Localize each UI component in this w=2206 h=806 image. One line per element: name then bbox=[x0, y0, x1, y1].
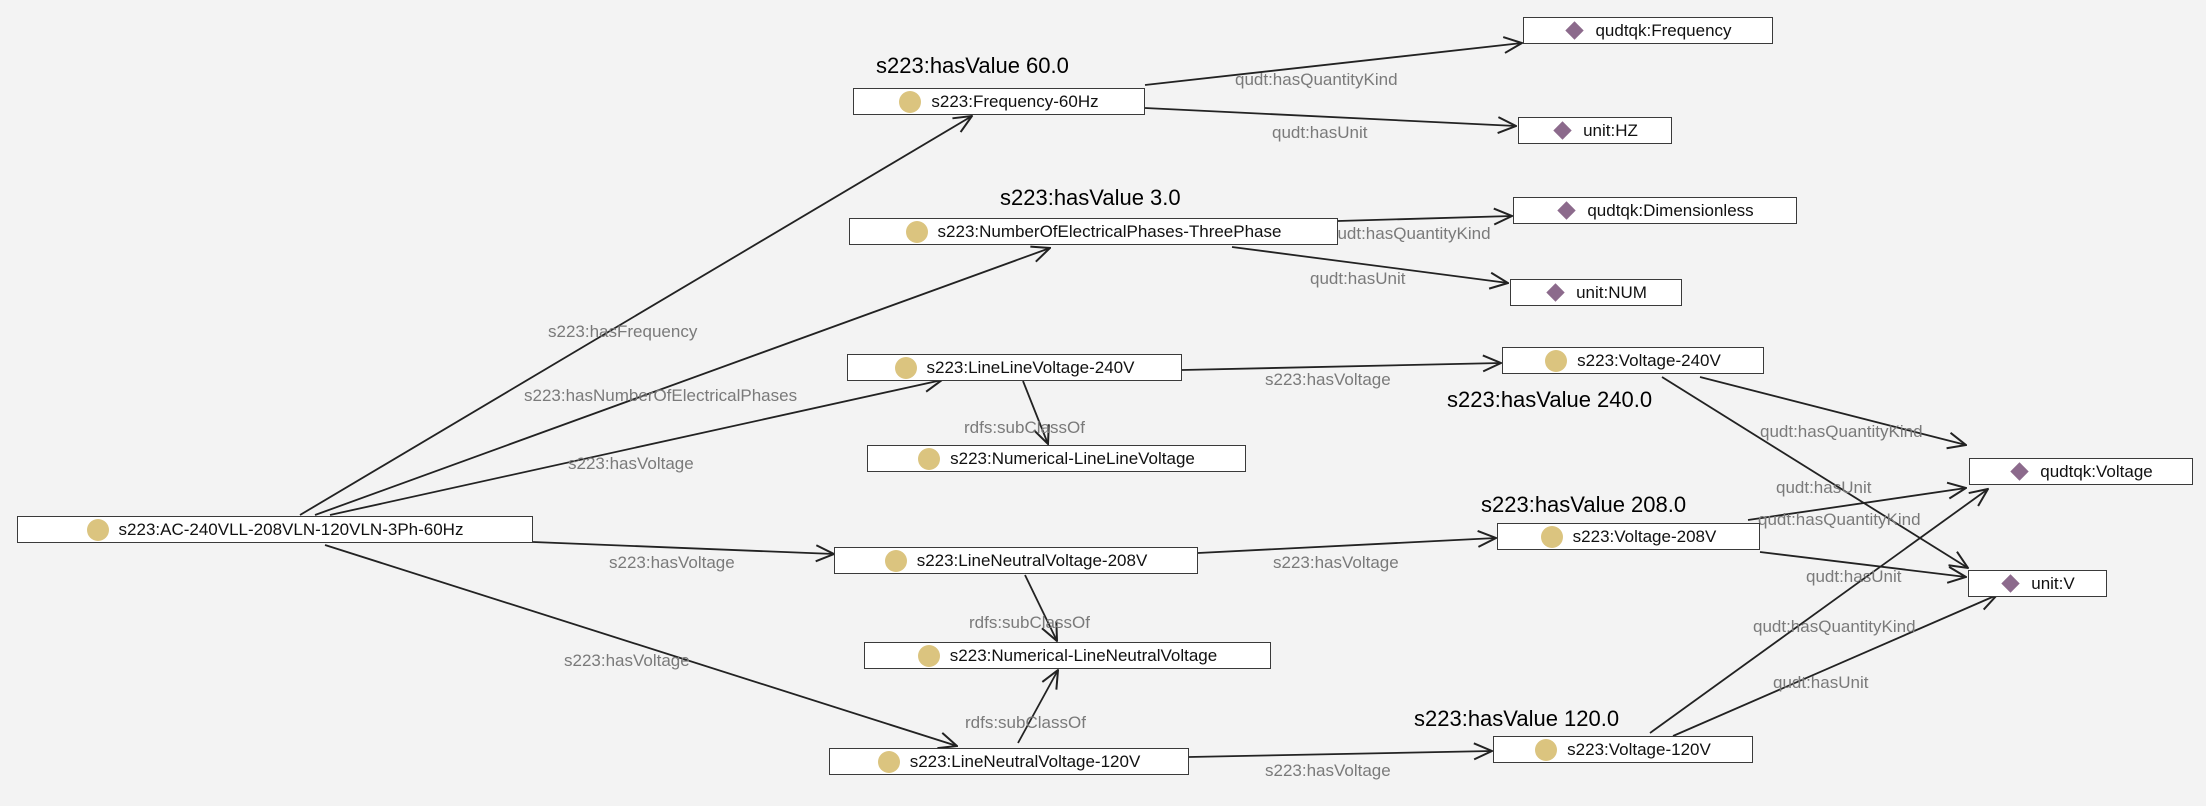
node-voltage-120v[interactable]: s223:Voltage-120V bbox=[1493, 736, 1753, 763]
edge-label-hasnumberofelectricalphases: s223:hasNumberOfElectricalPhases bbox=[524, 386, 798, 405]
edge-hasVoltage-208 bbox=[532, 541, 834, 554]
class-circle-icon bbox=[1545, 349, 1568, 372]
edge-label-v208-quantitykind: qudt:hasQuantityKind bbox=[1758, 510, 1921, 529]
class-circle-icon bbox=[894, 356, 917, 379]
node-lineneutral-voltage-208v[interactable]: s223:LineNeutralVoltage-208V bbox=[834, 547, 1198, 574]
class-circle-icon bbox=[1540, 525, 1563, 548]
node-lineneutral-voltage-120v[interactable]: s223:LineNeutralVoltage-120V bbox=[829, 748, 1189, 775]
individual-diamond-icon bbox=[1557, 201, 1577, 220]
node-label: s223:Numerical-LineLineVoltage bbox=[950, 448, 1195, 468]
edge-hasNumberOfElectricalPhases bbox=[314, 248, 1050, 516]
node-label: s223:NumberOfElectricalPhases-ThreePhase bbox=[937, 221, 1282, 241]
node-qudtqk-voltage[interactable]: qudtqk:Voltage bbox=[1969, 458, 2193, 485]
individual-diamond-icon bbox=[1565, 21, 1585, 40]
node-unit-num[interactable]: unit:NUM bbox=[1510, 279, 1682, 306]
value-label-frequency: s223:hasValue 60.0 bbox=[876, 53, 1069, 78]
node-voltage-208v[interactable]: s223:Voltage-208V bbox=[1497, 523, 1760, 550]
class-circle-icon bbox=[884, 549, 907, 572]
edge-label-freq-unit: qudt:hasUnit bbox=[1272, 123, 1368, 142]
edge-v208-quantitykind bbox=[1747, 488, 1966, 521]
edge-lnv208-hasvoltage bbox=[1197, 538, 1496, 554]
edge-v240-unit bbox=[1661, 376, 1968, 568]
edge-hasVoltage-240 bbox=[329, 380, 942, 516]
edge-lnv120-hasvoltage bbox=[1188, 751, 1492, 757]
individual-diamond-icon bbox=[1553, 121, 1572, 140]
edge-label-llv240-hasvoltage: s223:hasVoltage bbox=[1265, 370, 1391, 389]
node-unit-v[interactable]: unit:V bbox=[1968, 570, 2107, 597]
individual-diamond-icon bbox=[2001, 574, 2020, 593]
node-label: unit:NUM bbox=[1576, 282, 1647, 302]
edge-llv240-hasvoltage bbox=[1181, 363, 1501, 370]
class-circle-icon bbox=[86, 518, 109, 541]
class-circle-icon bbox=[905, 220, 928, 243]
edge-v120-unit bbox=[1672, 595, 1997, 737]
node-ac-240vll-208vln-120vln-3ph-60hz[interactable]: s223:AC-240VLL-208VLN-120VLN-3Ph-60Hz bbox=[17, 516, 533, 543]
class-circle-icon bbox=[877, 750, 900, 773]
edge-label-phases-quantitykind: qudt:hasQuantityKind bbox=[1328, 224, 1491, 243]
value-label-voltage-208: s223:hasValue 208.0 bbox=[1481, 492, 1687, 517]
edge-label-v120-unit: qudt:hasUnit bbox=[1773, 673, 1869, 692]
edge-label-llv240-subclass: rdfs:subClassOf bbox=[964, 418, 1085, 437]
class-circle-icon bbox=[917, 644, 940, 667]
edge-label-v208-unit: qudt:hasUnit bbox=[1806, 567, 1902, 586]
edge-v240-quantitykind bbox=[1699, 376, 1966, 445]
node-label: unit:HZ bbox=[1583, 120, 1638, 140]
node-number-of-electrical-phases[interactable]: s223:NumberOfElectricalPhases-ThreePhase bbox=[849, 218, 1338, 245]
value-label-voltage-240: s223:hasValue 240.0 bbox=[1447, 387, 1653, 412]
edge-freq-quantitykind bbox=[1144, 43, 1522, 86]
node-label: s223:Voltage-120V bbox=[1567, 739, 1711, 759]
edge-label-v208-unit-upper: qudt:hasUnit bbox=[1776, 478, 1872, 497]
node-numerical-lineneutral-voltage[interactable]: s223:Numerical-LineNeutralVoltage bbox=[864, 642, 1271, 669]
node-label: s223:LineNeutralVoltage-120V bbox=[909, 751, 1141, 771]
node-label: s223:LineLineVoltage-240V bbox=[926, 357, 1135, 377]
edge-v120-quantitykind bbox=[1649, 489, 1988, 734]
edge-lnv208-subclass bbox=[1024, 574, 1057, 641]
node-label: s223:Voltage-240V bbox=[1577, 350, 1721, 370]
individual-diamond-icon bbox=[2010, 462, 2029, 481]
edge-label-freq-quantitykind: qudt:hasQuantityKind bbox=[1235, 70, 1398, 89]
node-numerical-lineline-voltage[interactable]: s223:Numerical-LineLineVoltage bbox=[867, 445, 1246, 472]
node-qudtqk-frequency[interactable]: qudtqk:Frequency bbox=[1523, 17, 1773, 44]
value-label-voltage-120: s223:hasValue 120.0 bbox=[1414, 706, 1620, 731]
individual-diamond-icon bbox=[1546, 283, 1565, 302]
edge-phases-unit bbox=[1231, 246, 1508, 283]
node-label: qudtqk:Voltage bbox=[2040, 461, 2153, 481]
node-label: s223:Frequency-60Hz bbox=[931, 91, 1099, 111]
edge-label-lnv120-hasvoltage: s223:hasVoltage bbox=[1265, 761, 1391, 780]
edge-lnv120-subclass bbox=[1017, 670, 1058, 744]
edge-label-hasvoltage-208: s223:hasVoltage bbox=[609, 553, 735, 572]
edge-label-hasvoltage-120: s223:hasVoltage bbox=[564, 651, 690, 670]
edge-label-hasfrequency: s223:hasFrequency bbox=[548, 322, 698, 341]
node-qudtqk-dimensionless[interactable]: qudtqk:Dimensionless bbox=[1513, 197, 1797, 224]
edge-label-lnv208-hasvoltage: s223:hasVoltage bbox=[1273, 553, 1399, 572]
node-frequency-60hz[interactable]: s223:Frequency-60Hz bbox=[853, 88, 1145, 115]
node-label: unit:V bbox=[2031, 573, 2075, 593]
edge-label-lnv208-subclass: rdfs:subClassOf bbox=[969, 613, 1090, 632]
edge-label-hasvoltage-240: s223:hasVoltage bbox=[568, 454, 694, 473]
edge-llv240-subclass bbox=[1022, 380, 1048, 444]
node-label: qudtqk:Dimensionless bbox=[1587, 200, 1754, 220]
node-label: qudtqk:Frequency bbox=[1595, 20, 1732, 40]
node-label: s223:AC-240VLL-208VLN-120VLN-3Ph-60Hz bbox=[118, 519, 464, 539]
node-unit-hz[interactable]: unit:HZ bbox=[1518, 117, 1672, 144]
edge-hasVoltage-120 bbox=[324, 544, 957, 746]
node-label: s223:Numerical-LineNeutralVoltage bbox=[949, 645, 1218, 665]
edge-phases-quantitykind bbox=[1337, 216, 1512, 221]
edge-label-v120-quantitykind: qudt:hasQuantityKind bbox=[1753, 617, 1916, 636]
node-voltage-240v[interactable]: s223:Voltage-240V bbox=[1502, 347, 1764, 374]
edge-hasFrequency bbox=[299, 116, 972, 516]
node-label: s223:Voltage-208V bbox=[1572, 526, 1717, 546]
edge-freq-unit bbox=[1144, 107, 1516, 126]
class-circle-icon bbox=[1535, 738, 1558, 761]
node-lineline-voltage-240v[interactable]: s223:LineLineVoltage-240V bbox=[847, 354, 1182, 381]
edge-v208-unit bbox=[1759, 551, 1966, 577]
edge-label-phases-unit: qudt:hasUnit bbox=[1310, 269, 1406, 288]
edge-label-lnv120-subclass: rdfs:subClassOf bbox=[965, 713, 1086, 732]
edge-label-v240-quantitykind: qudt:hasQuantityKind bbox=[1760, 422, 1923, 441]
value-label-phases: s223:hasValue 3.0 bbox=[1000, 185, 1181, 210]
class-circle-icon bbox=[918, 447, 941, 470]
class-circle-icon bbox=[899, 90, 922, 113]
node-label: s223:LineNeutralVoltage-208V bbox=[916, 550, 1148, 570]
